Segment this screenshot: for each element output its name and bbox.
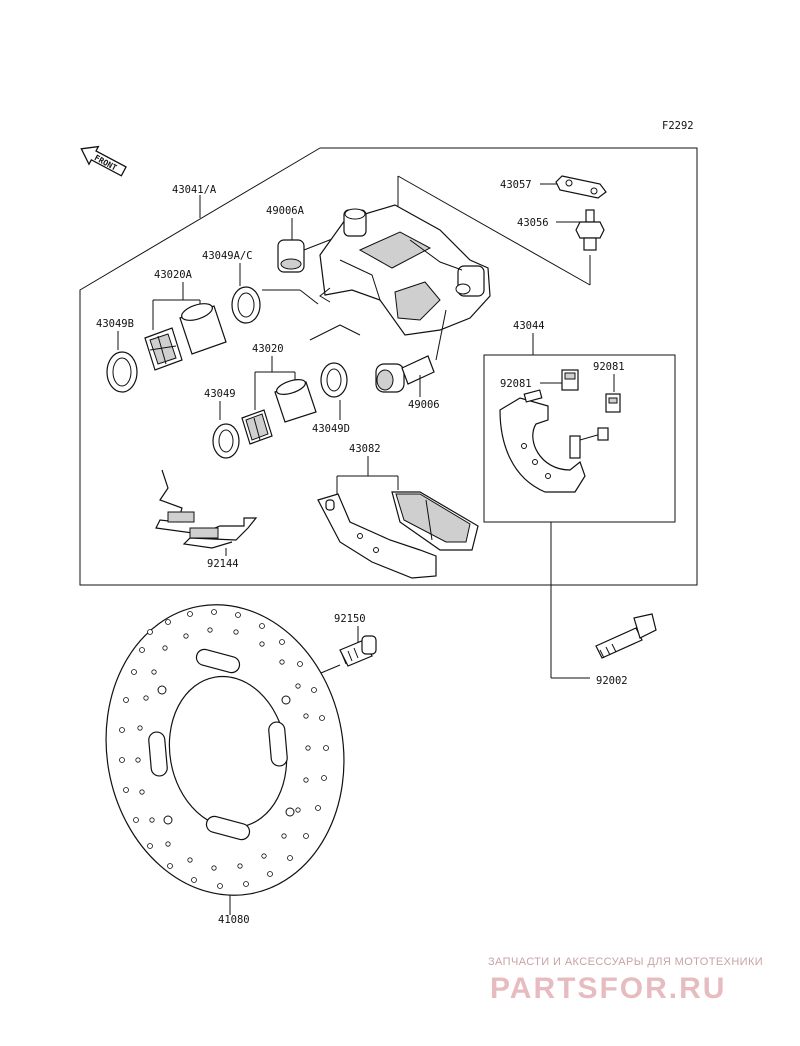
part-43049d-seal [320,362,348,420]
label-43049b: 43049B [96,318,134,330]
label-92144: 92144 [207,558,239,570]
part-43020a-pistons [144,282,227,371]
label-43049d: 43049D [312,423,350,435]
part-43082-brake-pads [317,456,479,579]
part-92002-bolt [595,613,657,659]
part-43056-bleeder-valve [397,175,605,286]
part-92144-spring [155,469,258,556]
part-43020-pistons [241,356,317,445]
front-arrow-icon: FRONT [80,145,127,177]
label-43049: 43049 [204,388,236,400]
label-41080: 41080 [218,914,250,926]
watermark-brand: PARTSFOR.RU [490,972,726,1005]
part-43049-seal [212,324,361,459]
label-43049ac: 43049A/C [202,250,253,262]
label-43020a: 43020A [154,269,193,281]
part-49006a-boot [277,218,351,273]
diagram-code: F2292 [662,120,694,132]
label-43082: 43082 [349,443,381,455]
label-49006: 49006 [408,399,440,411]
label-92081-left: 92081 [500,378,532,390]
part-92081-right-clip [605,374,621,413]
part-43049b-seal [106,331,138,393]
label-43056: 43056 [517,217,549,229]
part-caliper-body [319,204,491,336]
disc-vent-holes [119,609,329,889]
assembly-frame [79,147,698,586]
part-41080-brake-disc [105,604,345,915]
part-43057-plate [540,175,607,199]
part-92150-bolt [289,626,377,687]
label-43044: 43044 [513,320,545,332]
label-92002: 92002 [596,675,628,687]
label-43041: 43041/A [172,184,217,196]
label-92150: 92150 [334,613,366,625]
part-92081-left-clip [540,369,579,391]
part-49006-pin [375,309,447,397]
label-49006a: 49006A [266,205,305,217]
part-43044-bracket [483,333,676,679]
label-43057: 43057 [500,179,532,191]
part-43049ac-seal [231,263,319,324]
label-92081-right: 92081 [593,361,625,373]
label-43020: 43020 [252,343,284,355]
watermark-tagline: ЗАПЧАСТИ И АКСЕССУАРЫ ДЛЯ МОТОТЕХНИКИ [488,956,763,968]
